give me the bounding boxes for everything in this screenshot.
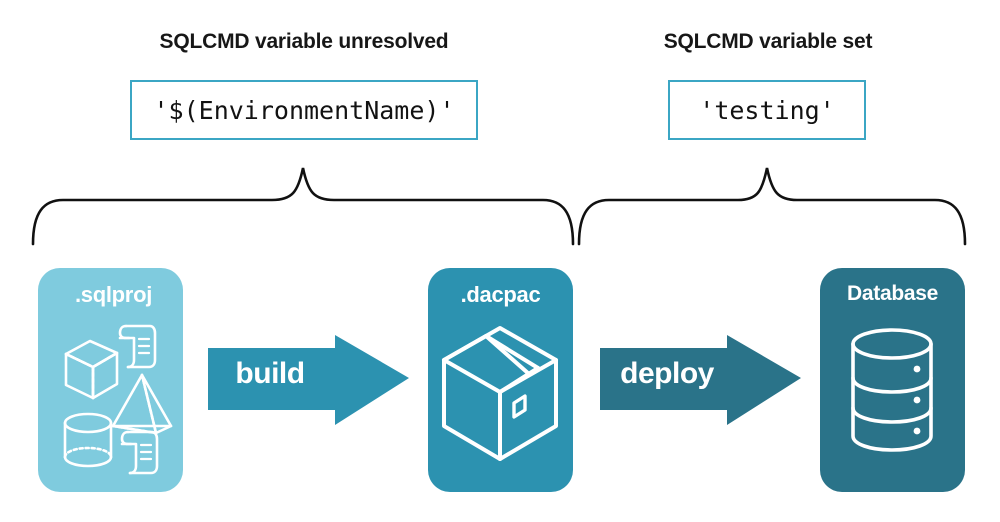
card-database-label: Database — [847, 282, 938, 305]
arrow-deploy-shape — [600, 335, 801, 425]
heading-sqlcmd-variable-set: SQLCMD variable set — [663, 30, 873, 53]
arrow-build-label: build — [235, 357, 305, 390]
arrow-deploy-label: deploy — [620, 357, 714, 390]
heading-sqlcmd-variable-unresolved: SQLCMD variable unresolved — [159, 30, 449, 53]
card-dacpac[interactable]: .dacpac — [428, 268, 573, 492]
pyramid-icon — [111, 373, 173, 435]
arrow-deploy — [600, 335, 801, 425]
left-brace-icon — [31, 167, 575, 246]
cube-icon — [64, 339, 119, 400]
scroll-icon-bottom — [120, 430, 159, 475]
card-database-artwork — [851, 328, 933, 452]
brace-group — [31, 167, 967, 246]
card-database[interactable]: Database — [820, 268, 965, 492]
card-sqlproj[interactable]: .sqlproj — [38, 268, 183, 492]
code-box-environment-name: '$(EnvironmentName)' — [130, 80, 478, 140]
right-brace-icon — [577, 167, 967, 246]
card-sqlproj-artwork — [63, 324, 173, 475]
arrow-build-shape — [208, 335, 409, 425]
cylinder-icon — [63, 412, 113, 468]
package-box-icon — [442, 326, 558, 461]
code-box-testing: 'testing' — [668, 80, 866, 140]
scroll-icon-top — [118, 324, 157, 369]
database-cylinder-icon — [851, 328, 933, 452]
card-dacpac-label: .dacpac — [460, 282, 541, 307]
card-dacpac-artwork — [442, 326, 558, 461]
arrow-build — [208, 335, 409, 425]
card-sqlproj-label: .sqlproj — [74, 282, 153, 307]
